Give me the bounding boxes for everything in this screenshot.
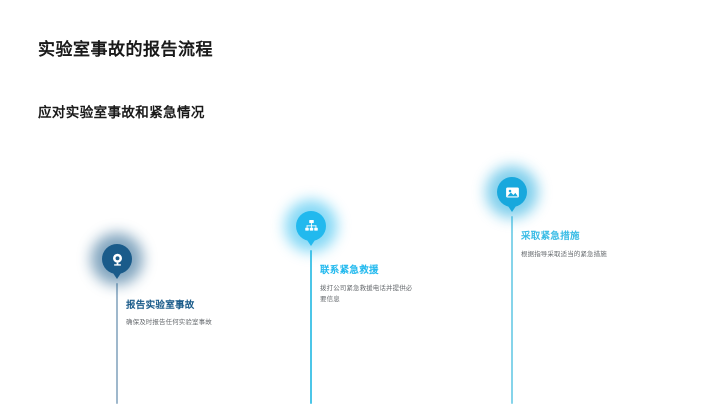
timeline-connector-line (310, 250, 312, 404)
timeline-pin[interactable] (296, 211, 326, 241)
milestone-description: 拨打公司紧急救援电话并提供必要信息 (320, 285, 413, 303)
webcam-icon (110, 252, 125, 267)
milestone-title: 采取紧急措施 (521, 231, 580, 242)
timeline-pin[interactable] (497, 177, 527, 207)
milestone-title: 报告实验室事故 (126, 300, 195, 311)
timeline-pin[interactable] (102, 244, 132, 274)
timeline-connector-line (116, 283, 118, 404)
page-title: 实验室事故的报告流程 (38, 40, 213, 60)
milestone-title: 联系紧急救援 (320, 265, 379, 276)
sitemap-icon (304, 219, 319, 234)
milestone-description: 根据指导采取适当的紧急措施 (521, 251, 607, 258)
timeline-connector-line (511, 216, 513, 404)
page-subtitle: 应对实验室事故和紧急情况 (38, 105, 205, 121)
image-icon (505, 185, 520, 200)
milestone-description: 确保及时报告任何实验室事故 (126, 319, 212, 326)
